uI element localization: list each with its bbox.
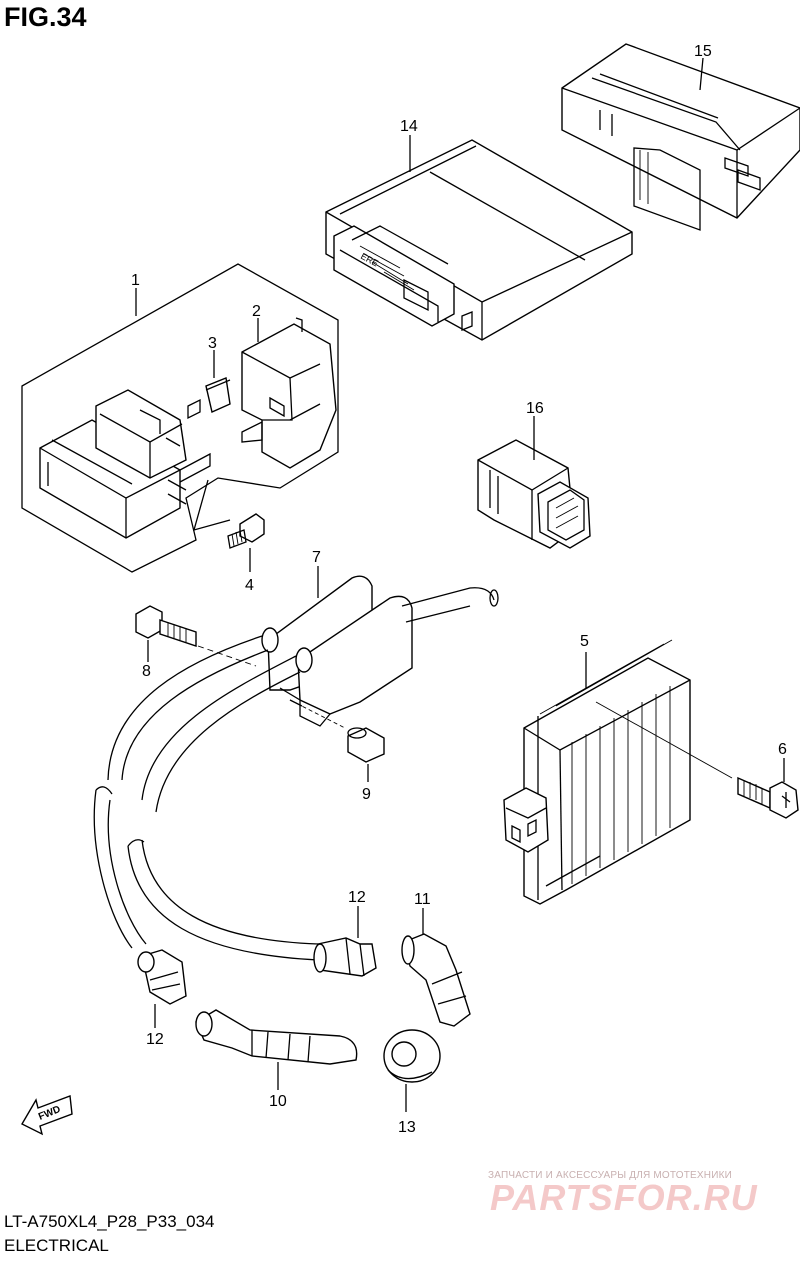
callout-14: 14	[400, 118, 418, 135]
part-13-grommet	[383, 1029, 441, 1112]
part-8-bolt	[135, 605, 257, 667]
callout-16: 16	[526, 400, 544, 417]
callout-13: 13	[398, 1119, 416, 1136]
callout-2: 2	[252, 303, 261, 320]
part-12-plug-caps	[137, 906, 377, 1028]
section-name: ELECTRICAL	[4, 1236, 109, 1255]
part-16-connector	[477, 416, 591, 549]
callout-8: 8	[142, 663, 151, 680]
part-14-ecm: ERE	[325, 135, 633, 341]
model-code: LT-A750XL4_P28_P33_034	[4, 1212, 215, 1231]
callout-12-lower: 12	[146, 1031, 164, 1048]
callout-3: 3	[208, 335, 217, 352]
callout-12-upper: 12	[348, 889, 366, 906]
high-tension-leads	[93, 635, 319, 961]
part-1-relay-assembly	[21, 263, 339, 573]
part-11-plug-cap	[401, 908, 471, 1027]
part-15-ecm-cover	[561, 43, 800, 231]
callout-11: 11	[414, 891, 431, 908]
part-10-plug-cap	[195, 1009, 358, 1090]
figure-title: FIG.34	[4, 2, 87, 32]
callout-15: 15	[694, 43, 712, 60]
callout-numbers: 1 2 3 4 5 6 7 8 9 10 11 12 12 13 14 15 1…	[131, 43, 787, 1136]
callout-4: 4	[245, 577, 254, 594]
callout-6: 6	[778, 741, 787, 758]
watermark-logo: PARTSFOR.RU	[490, 1177, 758, 1218]
part-6-screw	[737, 758, 799, 819]
callout-1: 1	[131, 272, 140, 289]
callout-9: 9	[362, 786, 371, 803]
callout-5: 5	[580, 633, 589, 650]
part-5-regulator-rectifier	[503, 639, 733, 905]
part-7-ignition-coil	[261, 566, 499, 782]
callout-7: 7	[312, 549, 321, 566]
watermark-tagline: ЗАПЧАСТИ И АКСЕССУАРЫ ДЛЯ МОТОТЕХНИКИ	[488, 1170, 733, 1181]
callout-10: 10	[269, 1093, 287, 1110]
fwd-arrow-icon: FWD	[21, 1095, 73, 1136]
